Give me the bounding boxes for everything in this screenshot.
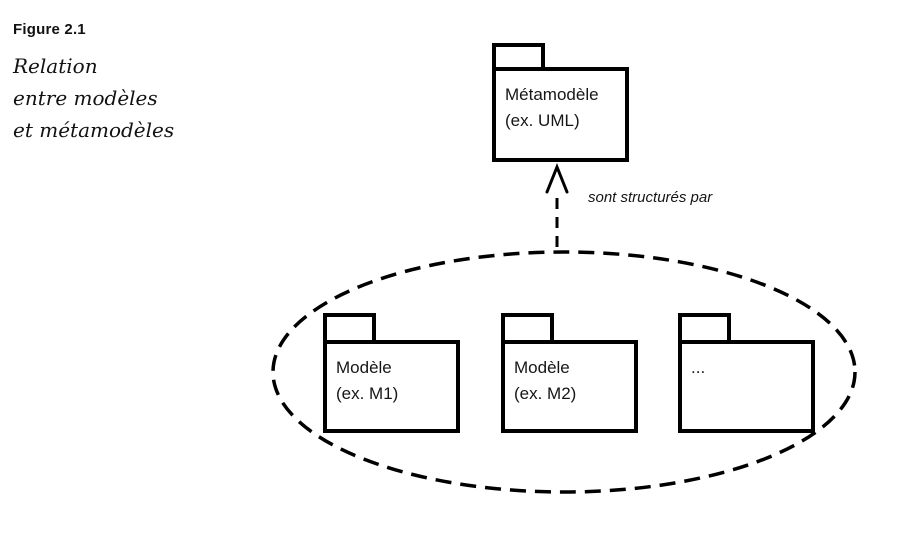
figure-caption-line: Relation [13,54,98,78]
model-package-m1-body: Modèle (ex. M1) [323,340,460,433]
figure-label: Figure 2.1 [13,21,86,38]
model-package-m2-body: Modèle (ex. M2) [501,340,638,433]
model-package-others-name: ... [691,358,706,377]
relation-label: sont structurés par [588,189,713,206]
model-package-m2-label: Modèle (ex. M2) [505,344,634,418]
metamodel-package-name: Métamodèle [505,85,599,104]
figure-caption-line: et métamodèles [13,118,175,142]
model-package-m1-name: Modèle [336,358,392,377]
figure-caption: Figure 2.1 Relation entre modèles et mét… [13,21,174,146]
model-package-others-tab [678,313,731,340]
model-package-others-label: ... [682,344,811,392]
metamodel-package-example: (ex. UML) [505,111,580,130]
metamodel-package-tab [492,43,545,67]
model-package-m1-label: Modèle (ex. M1) [327,344,456,418]
model-package-m2-tab [501,313,554,340]
model-package-m1-tab [323,313,376,340]
figure-caption-line: entre modèles [13,86,158,110]
model-package-m1-example: (ex. M1) [336,384,399,403]
models-group-ellipse [271,250,857,494]
structured-by-arrowhead [545,162,569,194]
metamodel-package-label: Métamodèle (ex. UML) [496,71,625,145]
model-package-others-body: ... [678,340,815,433]
model-package-m2-example: (ex. M2) [514,384,577,403]
model-package-m2-name: Modèle [514,358,570,377]
metamodel-package-body: Métamodèle (ex. UML) [492,67,629,162]
